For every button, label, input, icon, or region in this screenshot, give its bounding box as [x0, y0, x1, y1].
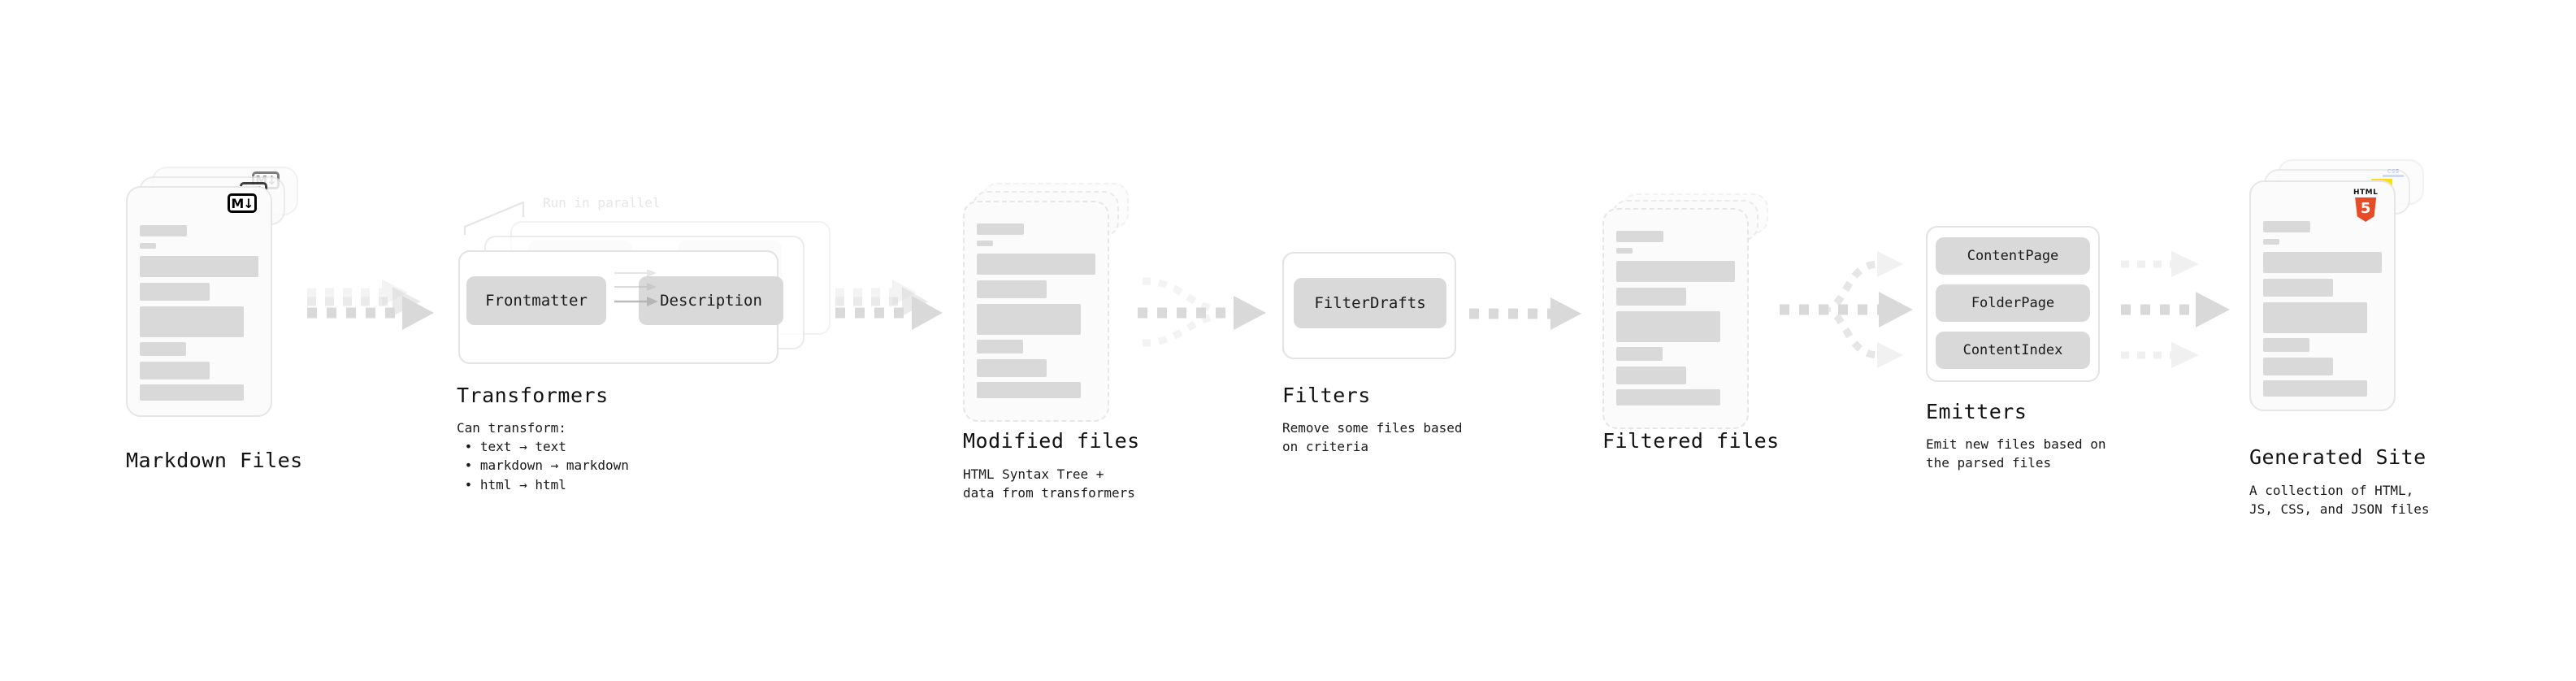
- stage-subtitle-filters: Remove some files based on criteria: [1282, 420, 1463, 455]
- stage-modified-files: [963, 183, 1142, 435]
- skeleton-bar: [977, 304, 1081, 335]
- stage-emitters: ContentPage FolderPage ContentIndex: [1926, 226, 2113, 388]
- skeleton-bar: [977, 340, 1023, 354]
- skeleton-bar: [140, 362, 210, 380]
- skeleton-bar: [1616, 261, 1735, 282]
- skeleton-bar: [2263, 252, 2382, 273]
- arrow-emitters-to-site: [2121, 251, 2230, 368]
- file-sheet-front: [126, 186, 272, 417]
- skeleton-bar: [1616, 248, 1633, 254]
- stage-transformers: Run in parallel Frontmatter Description: [455, 195, 837, 366]
- skeleton-bar: [140, 342, 186, 356]
- stage-title-emitters: Emitters: [1926, 400, 2027, 423]
- skeleton-bar: [977, 359, 1047, 377]
- skeleton-bar: [2263, 338, 2309, 352]
- stage-subtitle-emitters: Emit new files based on the parsed files: [1926, 436, 2106, 471]
- stage-subtitle-transformers: Can transform: • text → text • markdown …: [457, 420, 629, 492]
- skeleton-bar: [1616, 311, 1720, 342]
- skeleton-bar: [1616, 367, 1686, 384]
- stage-title-modified-files: Modified files: [963, 429, 1140, 453]
- stage-title-markdown-files: Markdown Files: [126, 449, 303, 472]
- arrow-transformers-to-modified: [835, 280, 943, 330]
- markdown-badge: M↓: [228, 193, 257, 213]
- stage-title-filters: Filters: [1282, 384, 1371, 407]
- html5-badge-word: HTML: [2353, 189, 2379, 197]
- skeleton-bar: [2263, 279, 2333, 297]
- skeleton-bar: [1616, 288, 1686, 306]
- arrow-filters-to-filtered: [1469, 297, 1581, 330]
- skeleton-bar: [140, 243, 156, 249]
- arrow-markdown-to-transformers: [307, 280, 434, 330]
- stage-markdown-files: M↓ M↓ M↓: [126, 167, 305, 427]
- skeleton-bar: [140, 256, 258, 277]
- stage-title-generated-site: Generated Site: [2249, 445, 2426, 469]
- stage-title-transformers: Transformers: [457, 384, 609, 407]
- skeleton-bar: [140, 225, 187, 236]
- skeleton-bar: [977, 241, 993, 246]
- skeleton-bar: [1616, 347, 1663, 361]
- skeleton-bar: [2263, 239, 2279, 245]
- html5-badge-shield: 5: [2355, 197, 2377, 222]
- skeleton-bar: [1616, 231, 1663, 242]
- arrow-filtered-to-emitters: [1780, 251, 1913, 368]
- transformer-chip-frontmatter[interactable]: Frontmatter: [466, 276, 606, 325]
- run-in-parallel-label: Run in parallel: [543, 195, 661, 210]
- skeleton-bar: [977, 280, 1047, 298]
- stage-filtered-files: [1602, 193, 1781, 437]
- stage-subtitle-generated-site: A collection of HTML, JS, CSS, and JSON …: [2249, 483, 2430, 518]
- skeleton-bar: [977, 254, 1095, 275]
- stage-generated-site: CSS HTML 5: [2249, 159, 2444, 427]
- html5-badge: HTML 5: [2353, 189, 2378, 222]
- emitter-chip-contentpage[interactable]: ContentPage: [1936, 237, 2090, 275]
- skeleton-bar: [2263, 358, 2333, 375]
- emitter-chip-contentindex[interactable]: ContentIndex: [1936, 332, 2090, 369]
- skeleton-bar: [140, 384, 244, 401]
- skeleton-bar: [2263, 380, 2367, 397]
- skeleton-bar: [977, 382, 1081, 398]
- filter-chip-filterdrafts[interactable]: FilterDrafts: [1294, 278, 1446, 328]
- run-in-parallel-leader: [463, 201, 525, 235]
- arrow-modified-to-filters: [1138, 277, 1266, 347]
- stage-title-filtered-files: Filtered files: [1602, 429, 1780, 453]
- stage-subtitle-modified-files: HTML Syntax Tree + data from transformer…: [963, 466, 1135, 501]
- skeleton-bar: [140, 283, 210, 301]
- emitter-chip-folderpage[interactable]: FolderPage: [1936, 284, 2090, 322]
- skeleton-bar: [977, 223, 1024, 235]
- skeleton-bar: [1616, 389, 1720, 406]
- stage-filters: FilterDrafts: [1282, 252, 1461, 366]
- transformer-chip-description[interactable]: Description: [639, 276, 783, 325]
- skeleton-bar: [140, 306, 244, 337]
- transformer-inner-arrows: [614, 269, 658, 306]
- skeleton-bar: [2263, 221, 2310, 232]
- skeleton-bar: [2263, 302, 2367, 333]
